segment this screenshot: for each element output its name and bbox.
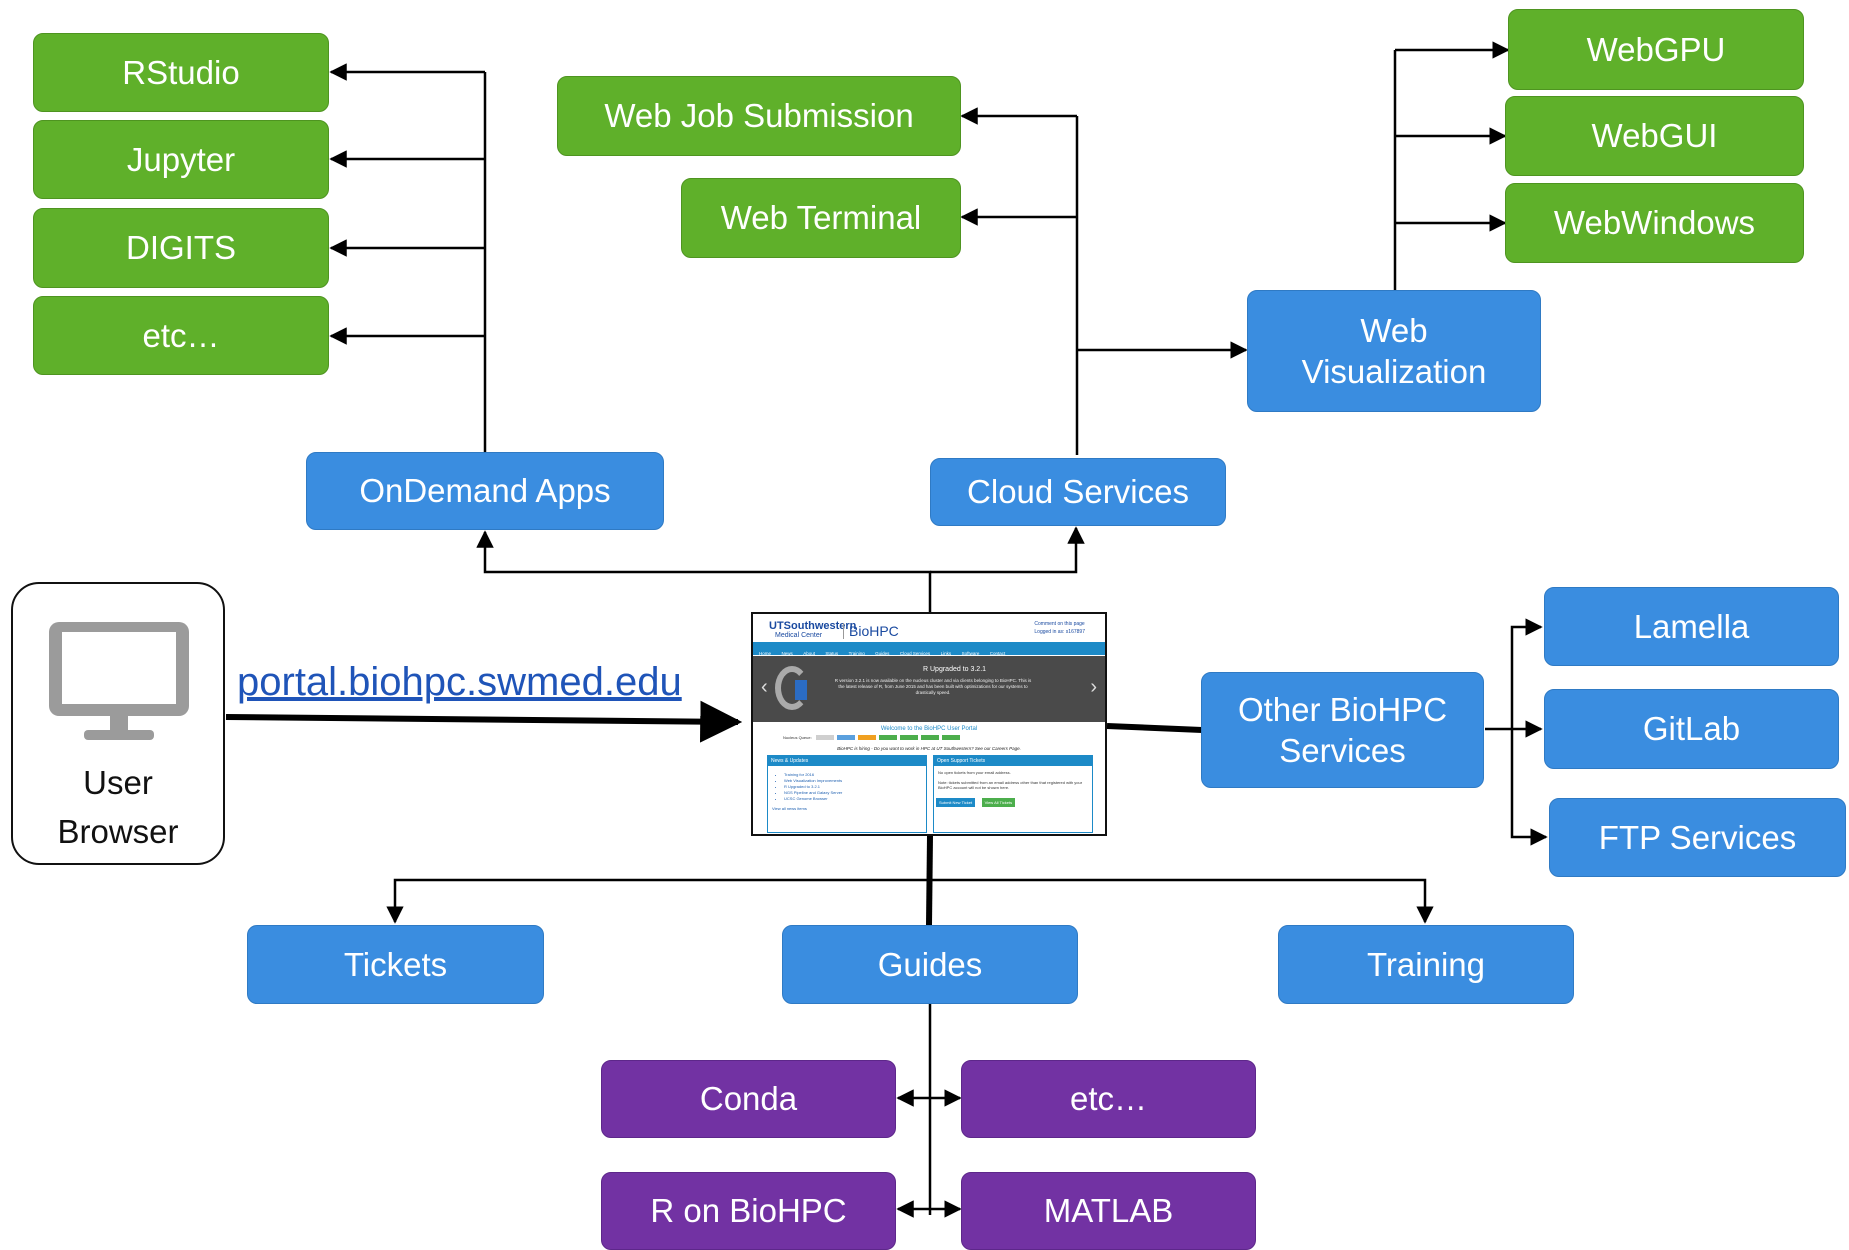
connector-hub-to-guides <box>926 835 933 926</box>
web-terminal[interactable]: Web Terminal <box>681 178 961 258</box>
guide-conda[interactable]: Conda <box>601 1060 896 1138</box>
guide-etc[interactable]: etc… <box>961 1060 1256 1138</box>
connector-ftp <box>1510 729 1548 846</box>
tickets-box[interactable]: Tickets <box>247 925 544 1004</box>
training-box[interactable]: Training <box>1278 925 1574 1004</box>
thumb-banner-title: R Upgraded to 3.2.1 <box>923 666 987 673</box>
connector-training <box>930 878 1434 924</box>
portal-screenshot: UTSouthwestern Medical Center BioHPC Com… <box>751 612 1107 836</box>
thumb-nav-item: Home <box>759 651 772 656</box>
utsw-logo: UTSouthwestern <box>769 620 857 632</box>
service-ftp[interactable]: FTP Services <box>1549 798 1846 877</box>
thumb-nav-item: Cloud Services <box>899 651 931 656</box>
app-rstudio[interactable]: RStudio <box>33 33 329 112</box>
user-label-line2: Browser <box>57 813 179 850</box>
thumb-news-panel: News & Updates Training for 2016 Web Vis… <box>767 755 927 833</box>
thumb-nav-item: About <box>803 651 815 656</box>
thumb-tickets-text2: Note: tickets submitted from an email ad… <box>938 779 1083 791</box>
thumb-news-more: View all news items <box>772 806 807 811</box>
thumb-nav-item: Links <box>940 651 952 656</box>
thumb-hiring: BioHPC is hiring - Do you want to work i… <box>837 746 1021 751</box>
user-browser: User Browser <box>11 582 225 865</box>
guide-r-on-biohpc[interactable]: R on BioHPC <box>601 1172 896 1250</box>
app-digits[interactable]: DIGITS <box>33 208 329 288</box>
vis-webgpu[interactable]: WebGPU <box>1508 9 1804 90</box>
r-logo-icon <box>775 666 809 710</box>
guide-matlab[interactable]: MATLAB <box>961 1172 1256 1250</box>
app-etc[interactable]: etc… <box>33 296 329 375</box>
thumb-nav-item: News <box>781 651 793 656</box>
thumb-banner-text: R version 3.2.1 is now available on the … <box>834 678 1032 695</box>
thumb-nav: Home News About Status Training Guides C… <box>753 642 1105 656</box>
thumb-view-tickets-button: View All Tickets <box>981 797 1016 807</box>
connector-hub-cloud <box>930 526 1085 574</box>
thumb-nav-item: Software <box>961 651 980 656</box>
thumb-submit-ticket-button: Submit New Ticket <box>936 797 976 807</box>
thumb-nav-item: Guides <box>875 651 890 656</box>
thumb-status-label: Nucleus Queue: <box>783 735 812 740</box>
thumb-user-info: Comment on this page Logged in as: s1678… <box>1034 620 1085 636</box>
connector-tickets <box>386 878 930 924</box>
chevron-left-icon: ‹ <box>761 676 768 698</box>
thumb-status: Nucleus Queue: <box>783 735 960 741</box>
service-gitlab[interactable]: GitLab <box>1544 689 1839 769</box>
other-services-box[interactable]: Other BioHPC Services <box>1201 672 1484 788</box>
user-label-line1: User <box>83 764 153 801</box>
guides-box[interactable]: Guides <box>782 925 1078 1004</box>
thumb-banner: ‹ R Upgraded to 3.2.1 R version 3.2.1 is… <box>753 656 1105 722</box>
thumb-nav-item: Contact <box>989 651 1006 656</box>
thumb-nav-item: Training <box>848 651 865 656</box>
thumb-nav-item: Status <box>825 651 839 656</box>
thumb-welcome: Welcome to the BioHPC User Portal <box>880 726 978 732</box>
portal-url-link[interactable]: portal.biohpc.swmed.edu <box>237 660 682 704</box>
vis-webgui[interactable]: WebGUI <box>1505 96 1804 176</box>
web-visualization-box[interactable]: Web Visualization <box>1247 290 1541 412</box>
thumb-news-item: UCSC Genome Browser <box>784 796 926 802</box>
biohpc-brand: BioHPC <box>843 623 899 639</box>
r-letter-icon <box>795 680 807 700</box>
utsw-logo-sub: Medical Center <box>775 632 823 639</box>
app-jupyter[interactable]: Jupyter <box>33 120 329 199</box>
chevron-right-icon: › <box>1090 676 1097 698</box>
thumb-user-line2: Logged in as: s167897 <box>1034 629 1085 635</box>
thumb-user-line1: Comment on this page <box>1034 621 1085 627</box>
thumb-tickets-panel: Open Support Tickets No open tickets fro… <box>933 755 1093 833</box>
connector-browser-to-hub <box>225 700 743 743</box>
vis-webwindows[interactable]: WebWindows <box>1505 183 1804 263</box>
service-lamella[interactable]: Lamella <box>1544 587 1839 666</box>
thumb-tickets-text1: No open tickets from your email address. <box>938 770 1011 775</box>
thumb-news-item: Web Visualization Improvements <box>784 778 926 784</box>
thumb-tickets-title: Open Support Tickets <box>934 756 1092 766</box>
thumb-news-item: R Upgraded to 3.2.1 <box>784 784 926 790</box>
thumb-news-title: News & Updates <box>768 756 926 766</box>
connector-other-trunk <box>1510 618 1543 729</box>
thumb-news-item: NGS Pipeline and Galaxy Server <box>784 790 926 796</box>
ondemand-apps-box[interactable]: OnDemand Apps <box>306 452 664 530</box>
thumb-news-item: Training for 2016 <box>784 772 926 778</box>
monitor-icon <box>49 622 189 740</box>
cloud-services-box[interactable]: Cloud Services <box>930 458 1226 526</box>
connector-hub-to-other <box>1106 723 1203 733</box>
web-job-submission[interactable]: Web Job Submission <box>557 76 961 156</box>
connector-hub-top <box>476 530 932 612</box>
